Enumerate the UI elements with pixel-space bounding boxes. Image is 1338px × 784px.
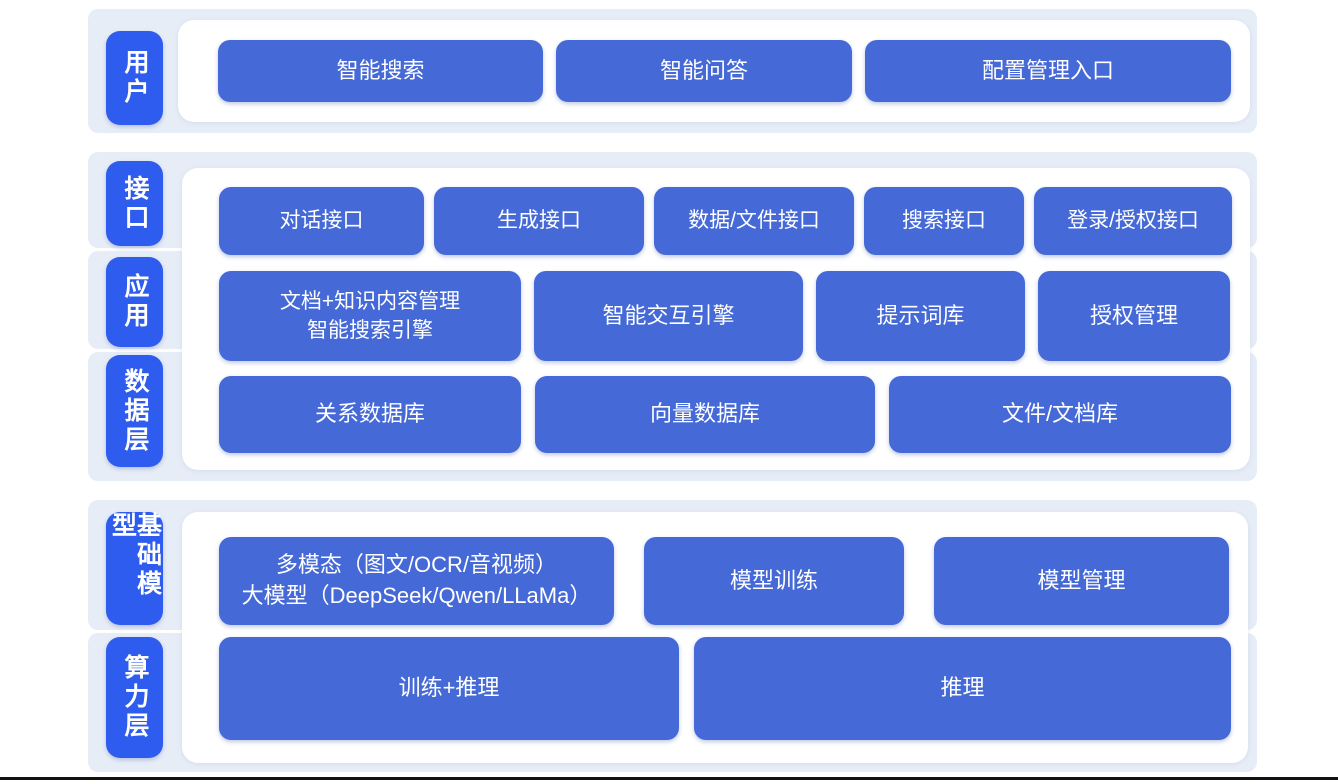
layer-label-application: 应用: [106, 257, 163, 347]
interactive-engine-box: 智能交互引擎: [534, 271, 803, 361]
smart-qa-box: 智能问答: [556, 40, 852, 102]
model-management-box: 模型管理: [934, 537, 1229, 625]
doc-knowledge-search-engine-box: 文档+知识内容管理 智能搜索引擎: [219, 271, 521, 361]
relational-db-box: 关系数据库: [219, 376, 521, 453]
panel-bottom-layers: 多模态（图文/OCR/音视频） 大模型（DeepSeek/Qwen/LLaMa）…: [182, 512, 1248, 763]
application-layer-row: 文档+知识内容管理 智能搜索引擎 智能交互引擎 提示词库 授权管理: [219, 271, 1230, 361]
user-layer-row: 智能搜索 智能问答 配置管理入口: [218, 40, 1231, 102]
layer-label-compute: 算力层: [106, 637, 163, 758]
training-inference-box: 训练+推理: [219, 637, 679, 740]
inference-box: 推理: [694, 637, 1231, 740]
data-file-api-box: 数据/文件接口: [654, 187, 854, 255]
layer-label-foundation-model: 基础模型: [106, 512, 163, 625]
compute-layer-row: 训练+推理 推理: [219, 637, 1231, 740]
file-doc-store-box: 文件/文档库: [889, 376, 1231, 453]
model-training-box: 模型训练: [644, 537, 904, 625]
panel-middle-layers: 对话接口 生成接口 数据/文件接口 搜索接口 登录/授权接口 文档+知识内容管理…: [182, 168, 1250, 470]
layer-label-data-text: 数据层: [121, 367, 149, 455]
config-entry-box: 配置管理入口: [865, 40, 1231, 102]
layer-label-interface-text: 接口: [121, 174, 149, 233]
bottom-border-line: [0, 777, 1338, 780]
data-layer-row: 关系数据库 向量数据库 文件/文档库: [219, 376, 1231, 453]
generation-api-box: 生成接口: [434, 187, 644, 255]
smart-search-box: 智能搜索: [218, 40, 543, 102]
prompt-library-box: 提示词库: [816, 271, 1025, 361]
layer-label-compute-text: 算力层: [121, 654, 149, 741]
search-api-box: 搜索接口: [864, 187, 1024, 255]
layer-label-foundation-model-text: 基础模型: [108, 512, 162, 599]
foundation-model-row: 多模态（图文/OCR/音视频） 大模型（DeepSeek/Qwen/LLaMa）…: [219, 537, 1229, 625]
layer-label-user: 用户: [106, 31, 163, 125]
multimodal-llm-box: 多模态（图文/OCR/音视频） 大模型（DeepSeek/Qwen/LLaMa）: [219, 537, 614, 625]
layer-label-application-text: 应用: [121, 273, 149, 331]
auth-management-box: 授权管理: [1038, 271, 1230, 361]
vector-db-box: 向量数据库: [535, 376, 875, 453]
layer-label-interface: 接口: [106, 161, 163, 246]
layer-label-data: 数据层: [106, 355, 163, 467]
layer-label-user-text: 用户: [121, 49, 149, 107]
login-auth-api-box: 登录/授权接口: [1034, 187, 1232, 255]
panel-user-layer: 智能搜索 智能问答 配置管理入口: [178, 20, 1250, 122]
interface-layer-row: 对话接口 生成接口 数据/文件接口 搜索接口 登录/授权接口: [219, 187, 1232, 255]
dialog-api-box: 对话接口: [219, 187, 424, 255]
